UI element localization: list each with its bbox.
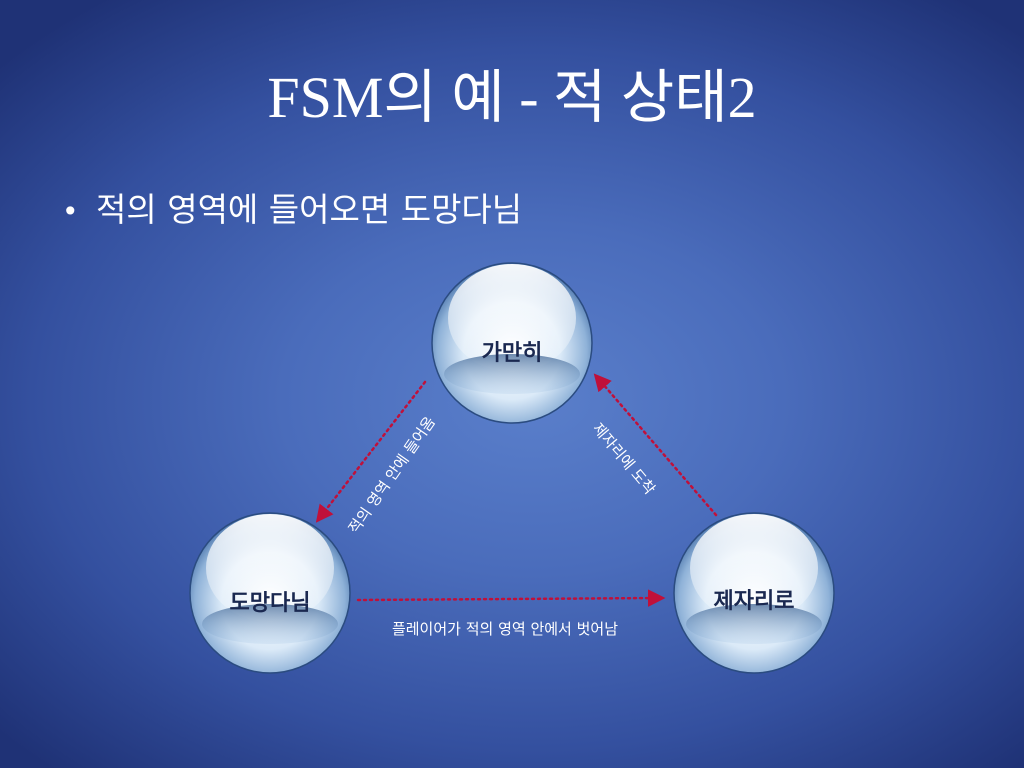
state-node-return: 제자리로 [673,512,835,674]
state-label-return: 제자리로 [714,589,795,614]
edge-arrow-idle-to-flee [315,380,427,523]
state-node-flee: 도망다님 [189,512,351,674]
edge-label-idle-to-flee: 적의 영역 안에 들어옴 [345,413,439,537]
state-label-idle: 가만히 [482,341,543,366]
bullet-dot-icon: • [62,195,79,228]
state-label-flee: 도망다님 [230,591,311,616]
edge-arrow-return-to-idle [593,373,718,517]
state-node-idle: 가만히 [431,262,593,424]
edge-arrow-flee-to-return [356,589,666,607]
bullet-item: • 적의 영역에 들어오면 도망다님 [62,188,522,234]
slide-title: FSM의 예 - 적 상태2 [267,65,757,130]
edge-label-return-to-idle: 제자리에 도착 [589,419,659,498]
edge-label-flee-to-return: 플레이어가 적의 영역 안에서 벗어남 [392,620,618,638]
bullet-text: 적의 영역에 들어오면 도망다님 [96,190,523,229]
